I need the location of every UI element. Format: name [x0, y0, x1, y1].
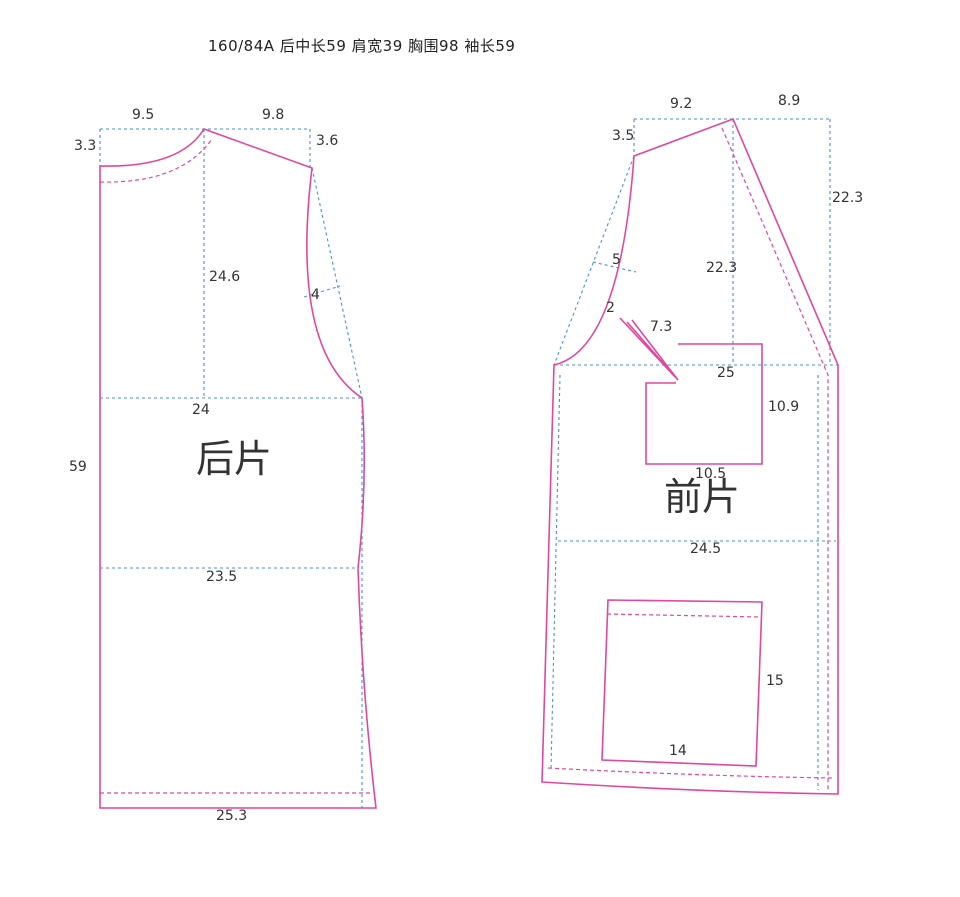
spec-line: 160/84A 后中长59 肩宽39 胸围98 袖长59 [208, 37, 515, 55]
back-neck-drop-label: 3.3 [74, 138, 96, 154]
patch-pocket-width-label: 14 [669, 743, 687, 759]
front-armhole-depth-label: 5 [612, 252, 621, 268]
front-dart [619, 317, 679, 381]
chest-pocket [645, 343, 763, 465]
back-shoulder-width-label: 9.8 [262, 107, 284, 123]
back-neck-seam [99, 138, 213, 183]
front-outline [541, 117, 839, 795]
back-outline [99, 128, 377, 809]
back-armhole-curve-label: 4 [311, 287, 320, 303]
front-shoulder-drop-label: 3.5 [612, 128, 634, 144]
back-armhole-guide [311, 167, 363, 399]
back-piece-label: 后片 [196, 437, 272, 481]
front-hem-seam [547, 767, 833, 779]
front-bust-label: 25 [717, 365, 735, 381]
back-shoulder-drop-label: 3.6 [316, 133, 338, 149]
back-piece: 9.5 9.8 3.3 3.6 24.6 4 24 59 23.5 25.3 后… [69, 107, 377, 824]
back-armhole-depth-label: 24.6 [209, 269, 240, 285]
front-waist-label: 24.5 [690, 541, 721, 557]
front-dart-width-label: 2 [606, 300, 615, 316]
front-collar-width-label: 8.9 [778, 93, 800, 109]
front-lapel-seam [721, 127, 829, 790]
front-dart-length-label: 7.3 [650, 319, 672, 335]
front-armhole-guide [553, 155, 635, 366]
front-armhole-depth-guide [592, 261, 637, 273]
patch-pocket-seam [606, 613, 761, 618]
patch-pocket [601, 599, 763, 767]
back-length-label: 59 [69, 459, 87, 475]
chest-pocket-height-label: 10.9 [768, 399, 799, 415]
front-lapel-height-label: 22.3 [832, 190, 863, 206]
front-roll-line-label: 22.3 [706, 260, 737, 276]
back-hem-label: 25.3 [216, 808, 247, 824]
patch-pocket-height-label: 15 [766, 673, 784, 689]
front-piece-label: 前片 [664, 475, 740, 519]
back-neck-width-label: 9.5 [132, 107, 154, 123]
front-neck-width-label: 9.2 [670, 96, 692, 112]
back-bust-label: 24 [192, 402, 210, 418]
chest-pocket-width-label: 10.5 [695, 466, 726, 482]
front-piece: 9.2 8.9 3.5 22.3 22.3 5 2 7.3 25 10.9 10… [541, 93, 863, 795]
back-waist-label: 23.5 [206, 569, 237, 585]
